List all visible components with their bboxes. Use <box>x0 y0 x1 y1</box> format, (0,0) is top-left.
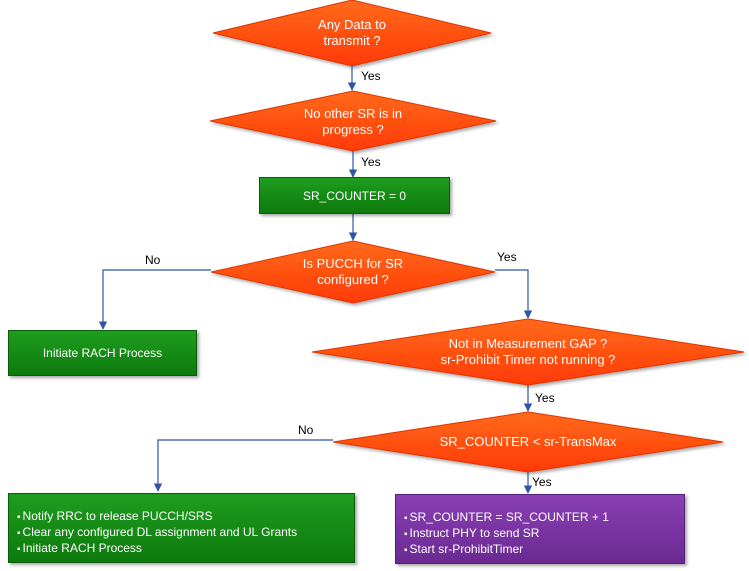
decision-no-other-sr-line2: progress ? <box>322 122 383 137</box>
list-item: Initiate RACH Process <box>17 541 354 557</box>
process-send-sr: SR_COUNTER = SR_COUNTER + 1 Instruct PHY… <box>395 494 685 564</box>
decision-pucch-line2: configured ? <box>317 272 389 287</box>
connector-trans-max-no <box>153 439 333 492</box>
process-sr-counter-reset: SR_COUNTER = 0 <box>259 177 450 214</box>
decision-pucch-line1: Is PUCCH for SR <box>303 256 403 271</box>
list-item: Notify RRC to release PUCCH/SRS <box>17 509 354 525</box>
decision-no-other-sr-line1: No other SR is in <box>304 106 402 121</box>
list-item: Clear any configured DL assignment and U… <box>17 525 354 541</box>
edge-label-trans-max-yes: Yes <box>532 475 552 489</box>
list-item: Start sr-ProhibitTimer <box>404 542 684 558</box>
process-sr-counter-reset-label: SR_COUNTER = 0 <box>302 188 407 203</box>
decision-trans-max: SR_COUNTER < sr-TransMax <box>332 411 724 473</box>
decision-measurement-gap: Not in Measurement GAP ? sr-Prohibit Tim… <box>311 318 745 386</box>
list-item: Instruct PHY to send SR <box>404 526 684 542</box>
connector-pucch-yes <box>495 269 533 319</box>
connector-pucch-no <box>98 269 211 330</box>
decision-any-data-line1: Any Data to <box>318 17 386 32</box>
edge-label-any-data-yes: Yes <box>361 69 381 83</box>
list-item: SR_COUNTER = SR_COUNTER + 1 <box>404 510 684 526</box>
process-initiate-rach-label: Initiate RACH Process <box>42 346 163 360</box>
edge-label-no-other-sr-yes: Yes <box>361 155 381 169</box>
process-send-sr-list: SR_COUNTER = SR_COUNTER + 1 Instruct PHY… <box>404 510 684 558</box>
decision-no-other-sr: No other SR is in progress ? <box>209 90 497 152</box>
edge-label-pucch-no: No <box>145 253 161 267</box>
edge-label-pucch-yes: Yes <box>497 250 517 264</box>
decision-pucch: Is PUCCH for SR configured ? <box>210 240 496 304</box>
decision-any-data-line2: transmit ? <box>323 33 380 48</box>
process-release-resources-list: Notify RRC to release PUCCH/SRS Clear an… <box>17 509 354 557</box>
edge-label-trans-max-no: No <box>298 423 314 437</box>
edge-label-measurement-gap-yes: Yes <box>535 391 555 405</box>
process-release-resources: Notify RRC to release PUCCH/SRS Clear an… <box>8 493 355 563</box>
connectors <box>98 66 533 494</box>
decision-any-data: Any Data to transmit ? <box>212 0 492 67</box>
decision-measurement-gap-line1: Not in Measurement GAP ? <box>449 336 608 351</box>
decision-trans-max-label: SR_COUNTER < sr-TransMax <box>440 434 617 449</box>
decision-measurement-gap-line2: sr-Prohibit Timer not running ? <box>441 352 616 367</box>
process-initiate-rach: Initiate RACH Process <box>8 330 197 376</box>
